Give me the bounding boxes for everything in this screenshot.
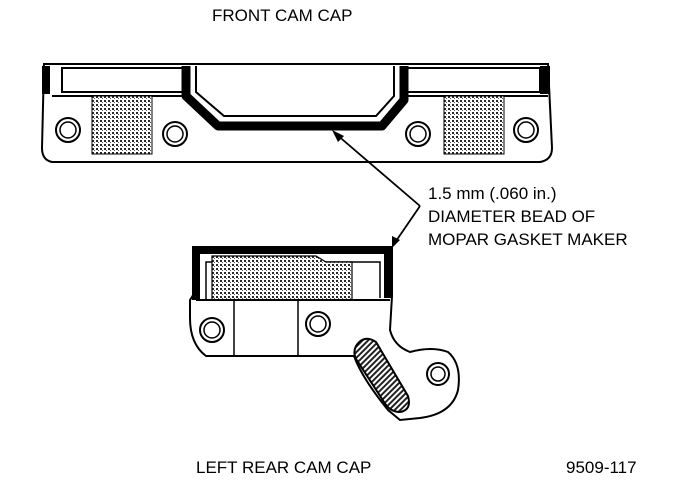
rear-cap-pad bbox=[211, 255, 353, 301]
front-cap-left-pad bbox=[91, 95, 153, 155]
front-cap-right-pad bbox=[443, 95, 505, 155]
rear-cap-hatched-slot bbox=[353, 337, 410, 414]
callout-line-2: DIAMETER BEAD OF bbox=[428, 207, 596, 226]
figure-number: 9509-117 bbox=[566, 458, 637, 477]
front-cap-left-rail bbox=[61, 67, 185, 93]
rear-cap-sealant-bead bbox=[192, 246, 392, 300]
left-rear-cam-cap bbox=[189, 246, 460, 422]
sealant-callout: 1.5 mm (.060 in.) DIAMETER BEAD OF MOPAR… bbox=[428, 182, 628, 251]
front-cam-cap bbox=[40, 63, 554, 163]
front-cam-cap-label: FRONT CAM CAP bbox=[212, 6, 353, 25]
front-cap-sealant-bead bbox=[181, 66, 409, 131]
callout-arrows bbox=[332, 130, 421, 248]
callout-line-1: 1.5 mm (.060 in.) bbox=[428, 184, 557, 203]
callout-line-3: MOPAR GASKET MAKER bbox=[428, 230, 628, 249]
front-cap-right-rail bbox=[405, 67, 541, 93]
left-rear-cam-cap-label: LEFT REAR CAM CAP bbox=[196, 458, 372, 477]
